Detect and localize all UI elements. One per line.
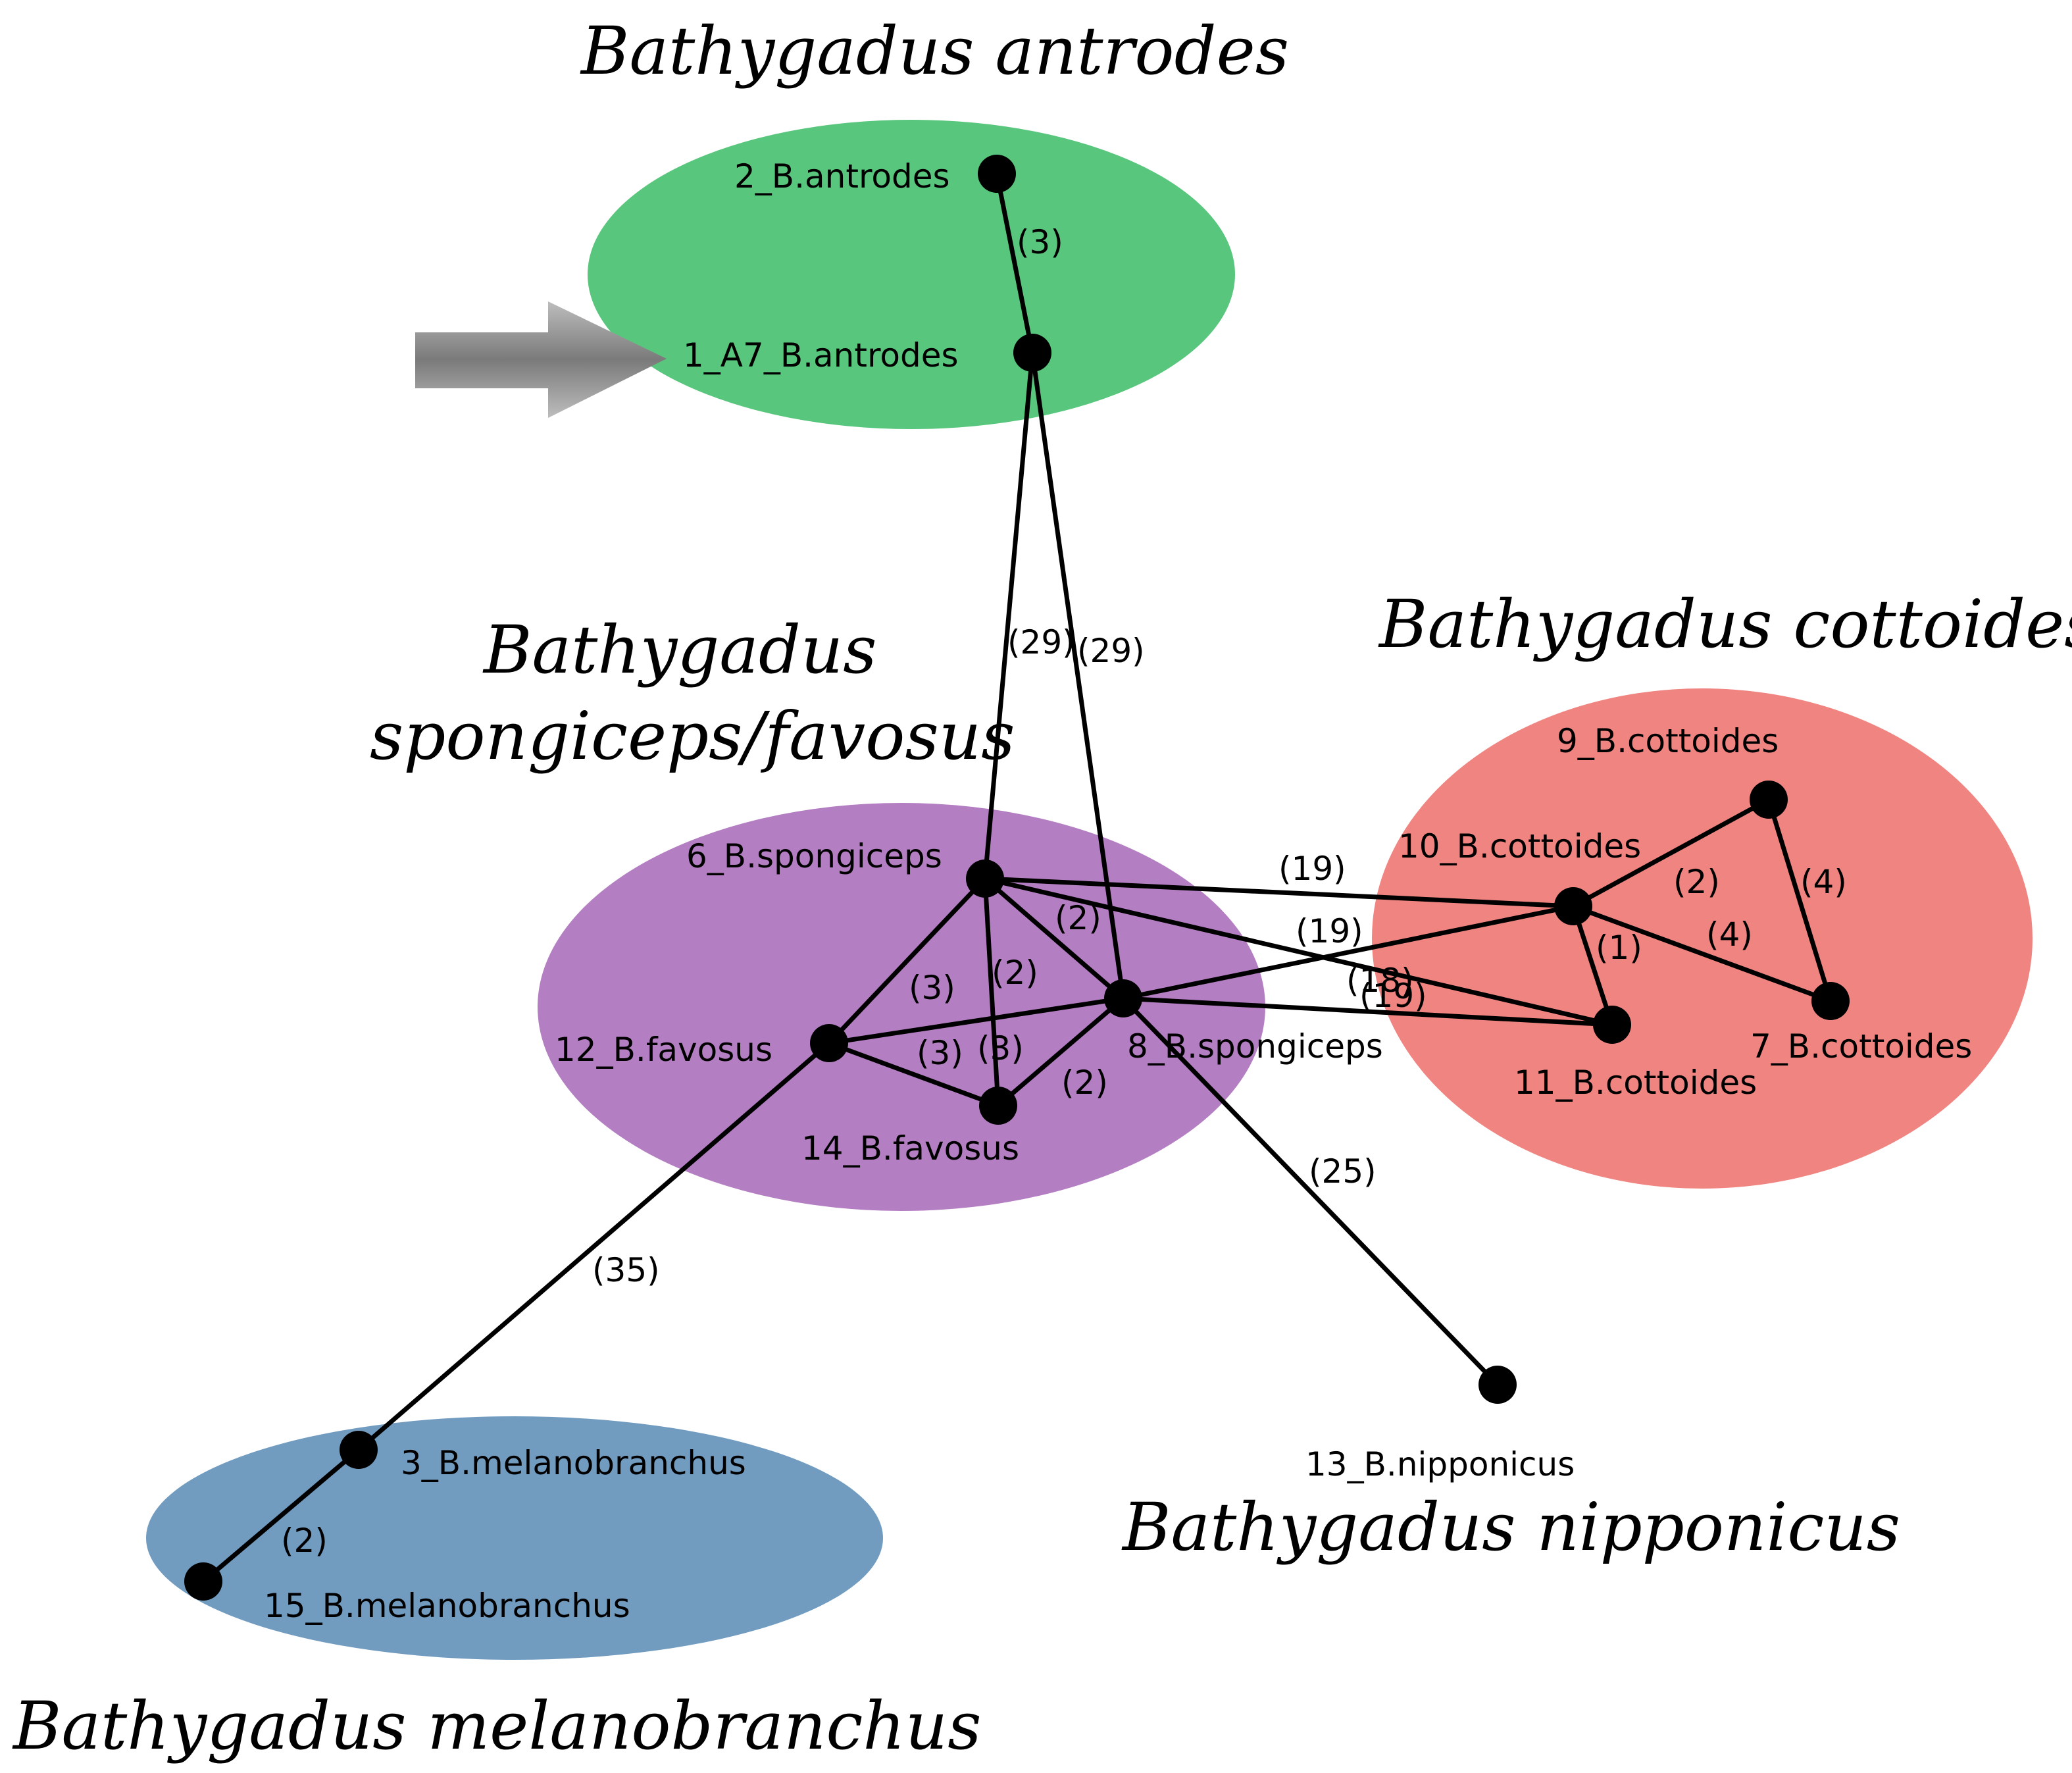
edge-3-15 (201, 1448, 361, 1583)
node-label-14: 14_B.favosus (801, 1129, 1019, 1168)
edge-6-8 (983, 877, 1125, 1000)
node-label-13: 13_B.nipponicus (1305, 1445, 1575, 1483)
edge-8-13 (1121, 996, 1500, 1387)
edge-label-1-6: (29) (1007, 623, 1075, 661)
node-12[interactable] (810, 1024, 848, 1062)
edge-12-8 (828, 996, 1124, 1046)
node-label-12: 12_B.favosus (555, 1031, 772, 1069)
group-ellipse-cottoides (1372, 688, 2033, 1189)
node-3[interactable] (340, 1431, 378, 1469)
edge-12-14 (828, 1041, 999, 1108)
group-ellipse-spongiceps (538, 803, 1265, 1211)
node-label-8: 8_B.spongiceps (1127, 1027, 1383, 1066)
edge-6-11 (984, 876, 1613, 1027)
edge-10-9 (1572, 797, 1770, 909)
edge-label-14-8: (2) (1061, 1064, 1108, 1102)
species-title-antrodes: Bathygadus antrodes (580, 13, 1289, 90)
edge-8-10 (1123, 904, 1574, 1001)
edge-label-10-7: (4) (1706, 915, 1753, 954)
node-13[interactable] (1478, 1366, 1517, 1404)
edge-label-12-14: (3) (917, 1034, 963, 1072)
edge-label-9-7: (4) (1800, 863, 1847, 901)
node-layer (184, 155, 1850, 1601)
node-label-15: 15_B.melanobranchus (264, 1587, 630, 1625)
node-1[interactable] (1013, 334, 1051, 372)
edge-8-11 (1123, 996, 1613, 1027)
node-label-2: 2_B.antrodes (734, 157, 950, 195)
node-label-9: 9_B.cottoides (1557, 722, 1779, 760)
edge-label-10-9: (2) (1673, 863, 1720, 901)
node-10[interactable] (1554, 887, 1592, 925)
edge-6-12 (827, 877, 987, 1045)
edge-label-1-8: (29) (1077, 632, 1145, 670)
edge-label-layer: (3) (29) (29) (19) (19) (18) (19) (2) (2… (281, 223, 1847, 1560)
species-title-layer: Bathygadus antrodes Bathygadus spongicep… (12, 13, 2072, 1764)
species-title-cottoides: Bathygadus cottoides (1378, 586, 2072, 663)
species-title-nipponicus: Bathygadus nipponicus (1121, 1489, 1900, 1566)
edge-1-8 (1030, 352, 1126, 999)
node-label-1: 1_A7_B.antrodes (683, 336, 959, 374)
edge-label-8-11: (19) (1359, 977, 1427, 1015)
group-ellipse-melanobranchus (146, 1416, 883, 1660)
edge-label-3-15: (2) (281, 1522, 328, 1560)
node-11[interactable] (1593, 1006, 1631, 1044)
species-title-melanobranchus: Bathygadus melanobranchus (12, 1687, 982, 1764)
group-ellipse-antrodes (588, 120, 1235, 429)
edge-1-6 (982, 352, 1035, 879)
edge-layer (201, 173, 1833, 1583)
node-label-layer: 2_B.antrodes 1_A7_B.antrodes 6_B.spongic… (264, 157, 1972, 1625)
node-8[interactable] (1104, 979, 1142, 1017)
edge-label-8-10: (19) (1296, 912, 1363, 950)
species-title-spongiceps-line2: spongiceps/favosus (370, 698, 1015, 775)
edge-label-6-14: (2) (992, 954, 1038, 992)
edge-label-2-1: (3) (1017, 223, 1063, 261)
edge-12-3 (357, 1041, 831, 1452)
edge-label-12-3: (35) (592, 1251, 660, 1289)
edge-label-8-13: (25) (1309, 1152, 1377, 1191)
edge-label-6-12: (3) (909, 969, 955, 1007)
node-7[interactable] (1811, 982, 1850, 1020)
node-2[interactable] (978, 155, 1016, 193)
node-15[interactable] (184, 1562, 222, 1601)
edge-6-14 (982, 878, 1001, 1106)
node-label-3: 3_B.melanobranchus (401, 1444, 746, 1482)
edge-14-8 (996, 996, 1125, 1108)
edge-2-1 (994, 173, 1035, 353)
edge-10-7 (1572, 904, 1832, 1004)
node-label-10: 10_B.cottoides (1398, 827, 1641, 865)
pointer-arrow-icon (415, 301, 667, 418)
node-6[interactable] (966, 860, 1004, 898)
node-label-7: 7_B.cottoides (1750, 1027, 1972, 1066)
node-label-11: 11_B.cottoides (1514, 1064, 1757, 1102)
edge-label-12-8: (3) (977, 1029, 1024, 1067)
edge-label-6-10: (19) (1278, 850, 1346, 888)
node-14[interactable] (979, 1087, 1017, 1125)
edge-9-7 (1766, 798, 1833, 1002)
edge-10-11 (1571, 905, 1615, 1026)
node-9[interactable] (1750, 781, 1788, 819)
edge-label-10-11: (1) (1596, 929, 1642, 967)
species-title-spongiceps-line1: Bathygadus (482, 611, 877, 688)
node-label-6: 6_B.spongiceps (686, 837, 942, 875)
edge-6-10 (984, 876, 1574, 909)
edge-label-6-8: (2) (1055, 899, 1101, 937)
edge-label-6-11: (18) (1346, 962, 1414, 1000)
